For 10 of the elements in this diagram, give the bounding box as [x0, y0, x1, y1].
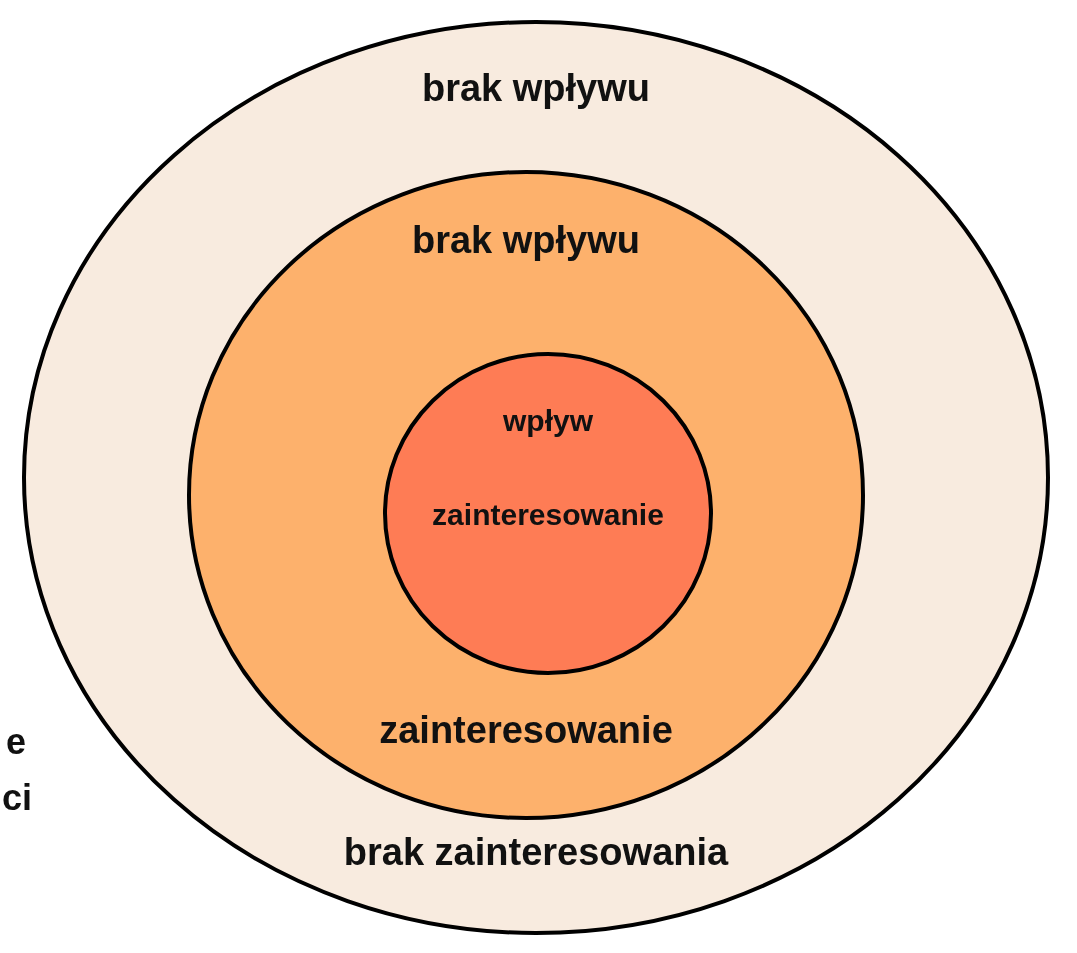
middle-ellipse — [187, 170, 865, 820]
ring-label: brak wpływu — [421, 68, 651, 110]
ring-label: brak zainteresowania — [343, 832, 729, 874]
inner-circle — [383, 352, 713, 675]
text-fragment: e — [6, 722, 27, 762]
ring-label: brak wpływu — [411, 220, 641, 262]
text-fragment: ci — [2, 778, 33, 818]
ring-label: wpływ — [503, 404, 593, 437]
ring-label: zainteresowanie — [379, 710, 673, 752]
ring-label: zainteresowanie — [432, 498, 664, 531]
